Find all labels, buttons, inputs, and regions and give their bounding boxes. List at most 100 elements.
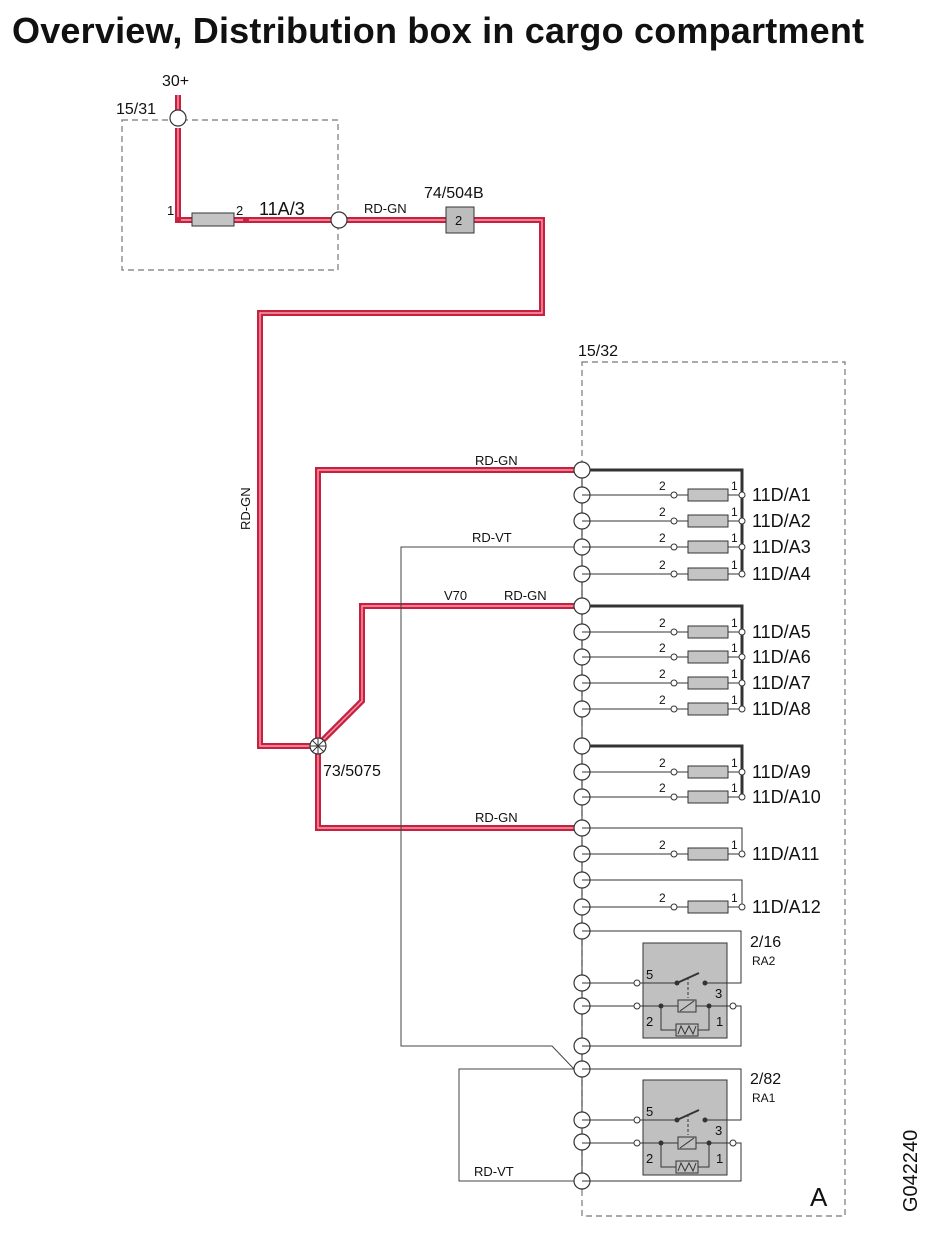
fuse-label: 11D/A12 (752, 897, 821, 917)
relay-branch (698, 1006, 710, 1031)
fuse-pin-number: 2 (659, 756, 666, 770)
fuse-pin (738, 543, 746, 551)
relay-body (642, 942, 728, 1039)
fuse-pin-number: 2 (659, 781, 666, 795)
fuse (687, 488, 729, 502)
relay-pin-number: 1 (716, 1014, 723, 1029)
fuse-label: 11D/A8 (752, 699, 811, 719)
wire-label-rdvt-1: RD-VT (472, 530, 512, 545)
fuse-label: 11D/A10 (752, 787, 821, 807)
wire-label-vertical: RD-GN (238, 487, 253, 530)
fuse (687, 540, 729, 554)
fuse-pin (670, 768, 678, 776)
relay-branch (660, 1006, 676, 1031)
pin-2-label: 2 (236, 203, 243, 218)
terminal-loop (582, 879, 743, 904)
wire-label-top: RD-GN (364, 201, 407, 216)
splice-label: 73/5075 (323, 763, 381, 780)
relay-name-label: RA2 (752, 954, 776, 968)
fuse-pin (738, 903, 746, 911)
relay-pin (633, 1002, 641, 1010)
fuse-pin (738, 517, 746, 525)
relay-name-label: RA1 (752, 1091, 776, 1105)
fuse (687, 514, 729, 528)
relay-resistor-zigzag (677, 1161, 697, 1173)
fuse-pin (670, 653, 678, 661)
fuse-label: 11D/A7 (752, 673, 811, 693)
relay-pin (633, 1116, 641, 1124)
fuse-pin (738, 850, 746, 858)
relay-pin-number: 2 (646, 1014, 653, 1029)
relay-pin (729, 1002, 737, 1010)
pin-1-label: 1 (167, 203, 174, 218)
fuse-pin-number: 2 (659, 891, 666, 905)
fuse-label: 11D/A9 (752, 762, 811, 782)
relay-pin-number: 2 (646, 1151, 653, 1166)
fuse-pin (670, 491, 678, 499)
bus-bar-2 (582, 604, 744, 709)
fuse-pin-number: 1 (731, 531, 738, 545)
supply-label: 30+ (162, 73, 189, 90)
splice-73-5075 (309, 737, 327, 755)
fuse-pin-number: 2 (659, 667, 666, 681)
relay-pin-number: 1 (716, 1151, 723, 1166)
fuse-pin-number: 1 (731, 558, 738, 572)
relay-wire (582, 1142, 742, 1182)
fuse-label: 11D/A6 (752, 647, 811, 667)
fuse-pin (670, 793, 678, 801)
fuse-pin-number: 1 (731, 479, 738, 493)
terminal (573, 1133, 591, 1151)
relay-branch (698, 1143, 710, 1168)
fuse-pin-1 (175, 217, 181, 223)
relay-body (642, 1079, 728, 1176)
wire-label-1: RD-GN (475, 453, 518, 468)
relay-coil-mark (679, 1000, 695, 1012)
fuse-pin-number: 1 (731, 756, 738, 770)
fuse-pin (670, 679, 678, 687)
wire-label-rdvt-2: RD-VT (474, 1164, 514, 1179)
fuse-pin-number: 1 (731, 616, 738, 630)
terminal (573, 597, 591, 615)
fuse-pin (738, 705, 746, 713)
box-15-32 (581, 361, 846, 1217)
relay-wire (582, 930, 742, 984)
fuse-pin (670, 570, 678, 578)
fuse-pin-number: 2 (659, 558, 666, 572)
fuse-pin-number: 1 (731, 667, 738, 681)
relay-pin (729, 1139, 737, 1147)
box-15-32-label: 15/32 (578, 343, 618, 360)
box-exit-terminal (330, 211, 348, 229)
relay-wire (582, 1005, 742, 1047)
fuse (687, 625, 729, 639)
fuse-pin-number: 1 (731, 505, 738, 519)
bus-bar-1 (582, 468, 744, 574)
relay-pin-number: 3 (715, 986, 722, 1001)
bus-bar-3 (582, 744, 744, 797)
fuse-pin (738, 768, 746, 776)
wire-label-3: RD-GN (475, 810, 518, 825)
relay-id-label: 2/82 (750, 1071, 781, 1088)
fuse (687, 847, 729, 861)
fuse-pin-number: 1 (731, 891, 738, 905)
terminal-column (573, 461, 744, 1190)
connector-label: 74/504B (424, 185, 484, 202)
fuse-pin-number: 2 (659, 641, 666, 655)
page-title: Overview, Distribution box in cargo comp… (12, 10, 865, 51)
relay-id-label: 2/16 (750, 934, 781, 951)
relay-branch (660, 1143, 676, 1168)
fuse-pin-2 (243, 217, 249, 223)
fuse-pin-number: 2 (659, 616, 666, 630)
fuse (687, 676, 729, 690)
fuse-pin-number: 1 (731, 781, 738, 795)
relay-pin-number: 3 (715, 1123, 722, 1138)
connector-pin-label: 2 (455, 213, 462, 228)
fuse-pin (738, 491, 746, 499)
fuse (687, 790, 729, 804)
fuse-label: 11D/A2 (752, 511, 811, 531)
terminal (573, 737, 591, 755)
